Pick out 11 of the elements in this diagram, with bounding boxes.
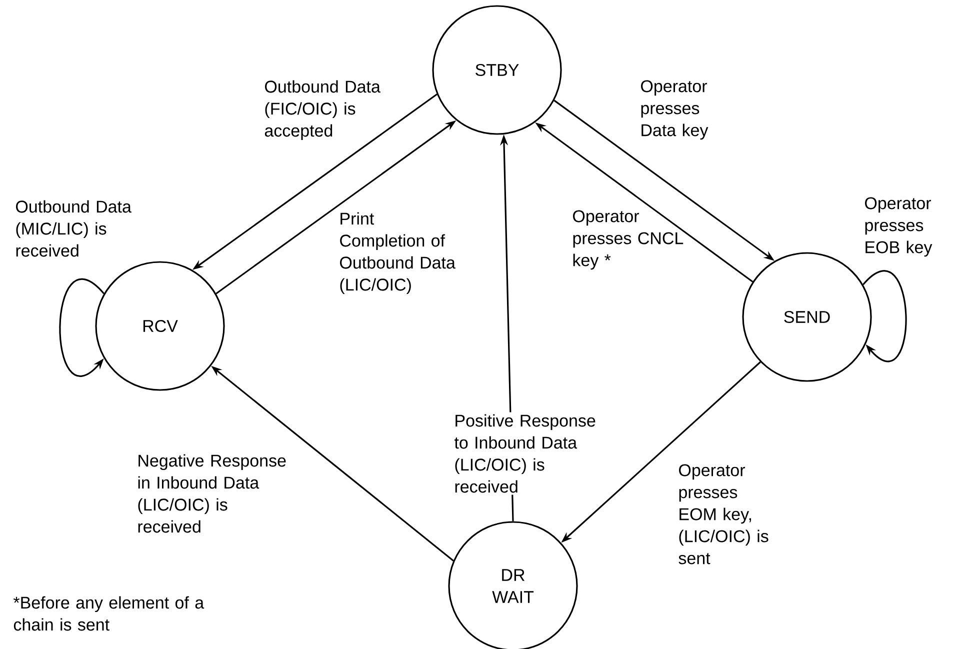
edge-label: Print Completion of Outbound Data (LIC/OIC) [340, 212, 456, 294]
footnote: *Before any element of a chain is sent [13, 596, 204, 631]
edge-label: Operator presses EOM key, (LIC/OIC) is sent [678, 464, 768, 564]
self-loop-arrow [862, 270, 907, 362]
edge-label: Operator presses CNCL key * [573, 210, 684, 270]
edge-label: Negative Response in Inbound Data (LIC/OIC) is received [138, 454, 286, 533]
self-loop-arrow [59, 278, 104, 376]
edge-label: Operator presses Data key [641, 80, 708, 140]
edge-label: Outbound Data (FIC/OIC) is accepted [264, 80, 380, 140]
edge-label: Outbound Data (MIC/LIC) is received [16, 200, 132, 257]
edge-label: Positive Response to Inbound Data (LIC/OIC) is received [452, 412, 606, 495]
